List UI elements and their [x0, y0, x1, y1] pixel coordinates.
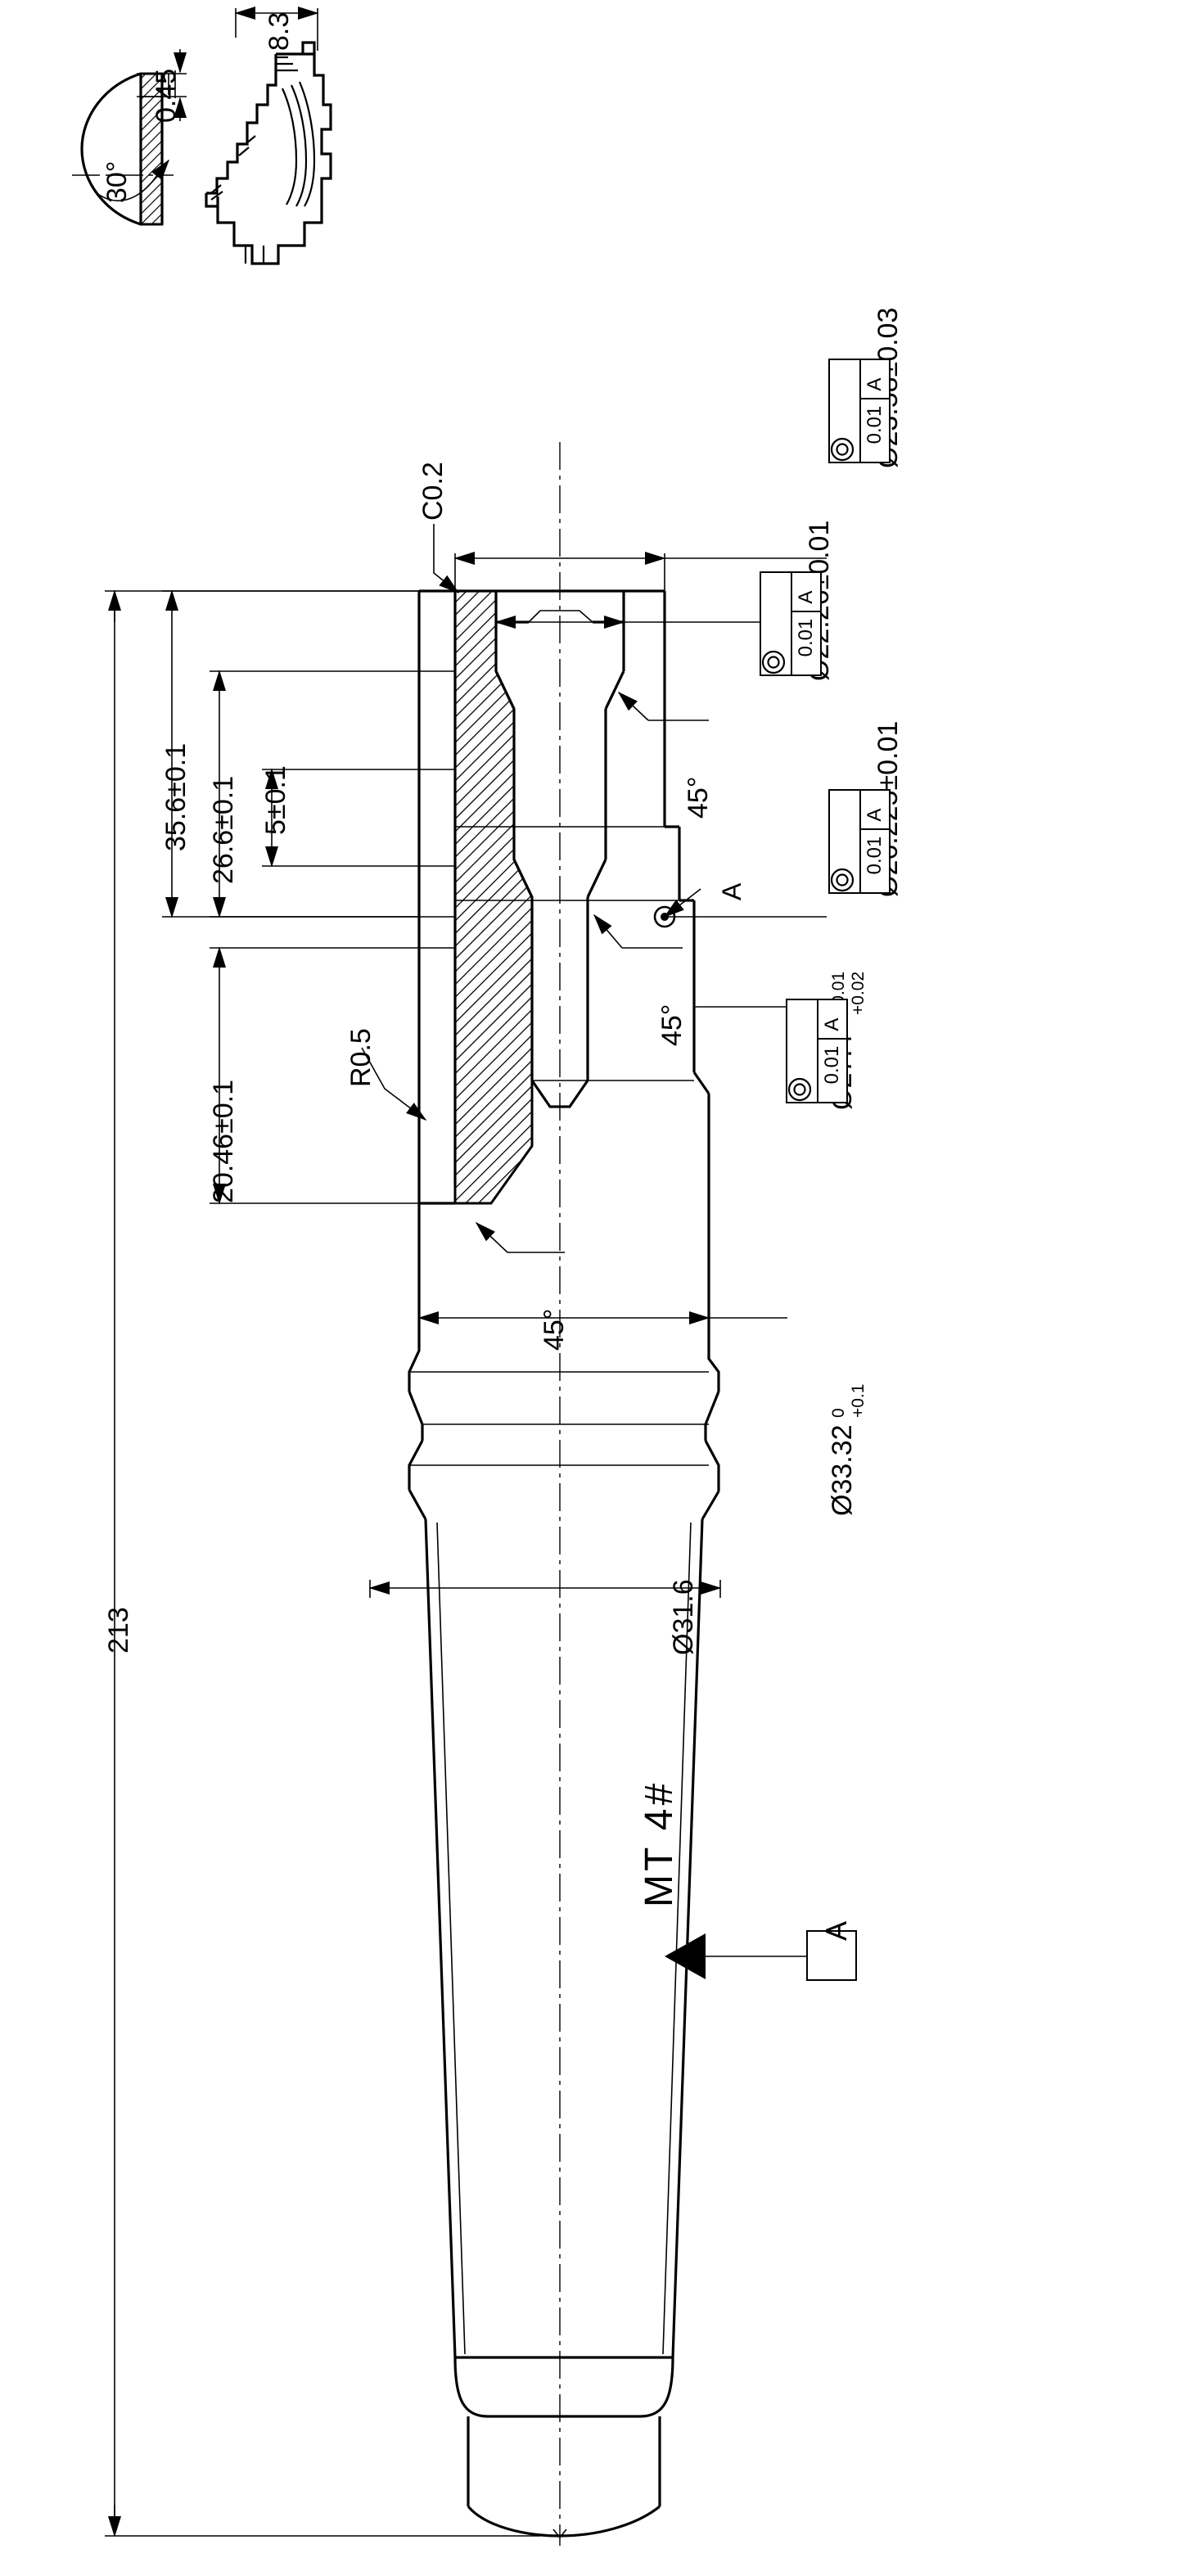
dim-dia-33-32-lower-tol: 0 — [829, 1408, 848, 1418]
annotation-45-deg-b: 45° — [656, 1004, 688, 1046]
dim-dia-33-32: Ø33.32 — [827, 1424, 858, 1516]
fcf-divider — [860, 397, 889, 399]
dim-dia-27-4-upper-tol: +0.02 — [849, 971, 868, 1015]
fcf-datum-value: A — [820, 1017, 843, 1031]
dim-20-46: 20.46±0.1 — [208, 1079, 239, 1203]
dim-dia-31-6: Ø31.6 — [668, 1579, 699, 1655]
concentricity-icon — [761, 650, 786, 674]
fcf-symbol-cell — [761, 573, 791, 674]
fcf-tolerance-cell: 0.01 A — [790, 573, 820, 674]
dimension-lines — [105, 524, 827, 2538]
datum-a-triangle — [665, 1933, 706, 1979]
fcf-symbol-cell — [830, 360, 859, 462]
fcf-concentricity-23-58: 0.01 A — [828, 359, 891, 463]
concentricity-icon — [830, 437, 855, 462]
annotation-45-deg-a: 45° — [683, 776, 714, 819]
detail-chamfer-geometry — [72, 49, 187, 226]
dim-5: 5±0.1 — [260, 765, 291, 835]
fcf-concentricity-22-26: 0.01 A — [760, 571, 822, 676]
annotation-r0-5: R0.5 — [345, 1028, 377, 1087]
part-note-mt4: MT 4# — [638, 1780, 681, 1907]
fcf-concentricity-26-225: 0.01 A — [828, 789, 891, 894]
detail-dim-0-45: 0.45 — [151, 68, 182, 123]
fcf-tolerance-value: 0.01 — [820, 1045, 843, 1085]
annotation-c0-2: C0.2 — [417, 462, 449, 521]
detail-flute-geometry — [205, 7, 332, 265]
fcf-tolerance-cell: 0.01 A — [816, 1000, 846, 1102]
annotation-45-deg-c: 45° — [539, 1308, 570, 1351]
detail-dim-8-3: 8.3 — [264, 11, 295, 51]
fcf-tolerance-cell: 0.01 A — [859, 791, 889, 892]
fcf-tolerance-value: 0.01 — [863, 836, 886, 875]
fcf-tolerance-value: 0.01 — [794, 618, 817, 657]
dim-26-6: 26.6±0.1 — [208, 775, 239, 884]
fcf-tolerance-value: 0.01 — [863, 405, 886, 444]
fcf-divider — [791, 610, 820, 612]
concentricity-icon — [787, 1077, 812, 1102]
fcf-concentricity-27-4: 0.01 A — [786, 999, 848, 1103]
fcf-divider — [860, 828, 889, 830]
section-hatch-left — [453, 589, 534, 1205]
dim-35-6: 35.6±0.1 — [160, 742, 192, 851]
fcf-symbol-cell — [830, 791, 859, 892]
detail-dim-30-deg: 30° — [101, 160, 133, 203]
dim-dia-33-32-upper-tol: +0.1 — [849, 1383, 868, 1418]
datum-a-feature-box: A — [806, 1921, 857, 1981]
fcf-tolerance-cell: 0.01 A — [859, 360, 889, 462]
fcf-symbol-cell — [787, 1000, 817, 1102]
datum-a-leader-label: A — [717, 882, 746, 900]
main-body-geometry — [408, 589, 806, 2539]
concentricity-icon — [830, 868, 855, 892]
fcf-divider — [818, 1037, 846, 1040]
fcf-datum-value: A — [794, 590, 817, 604]
dim-overall-length-213: 213 — [103, 1607, 134, 1653]
fcf-datum-value: A — [863, 377, 886, 391]
datum-a-feature-label: A — [818, 1920, 853, 1941]
fcf-datum-value: A — [863, 808, 886, 822]
